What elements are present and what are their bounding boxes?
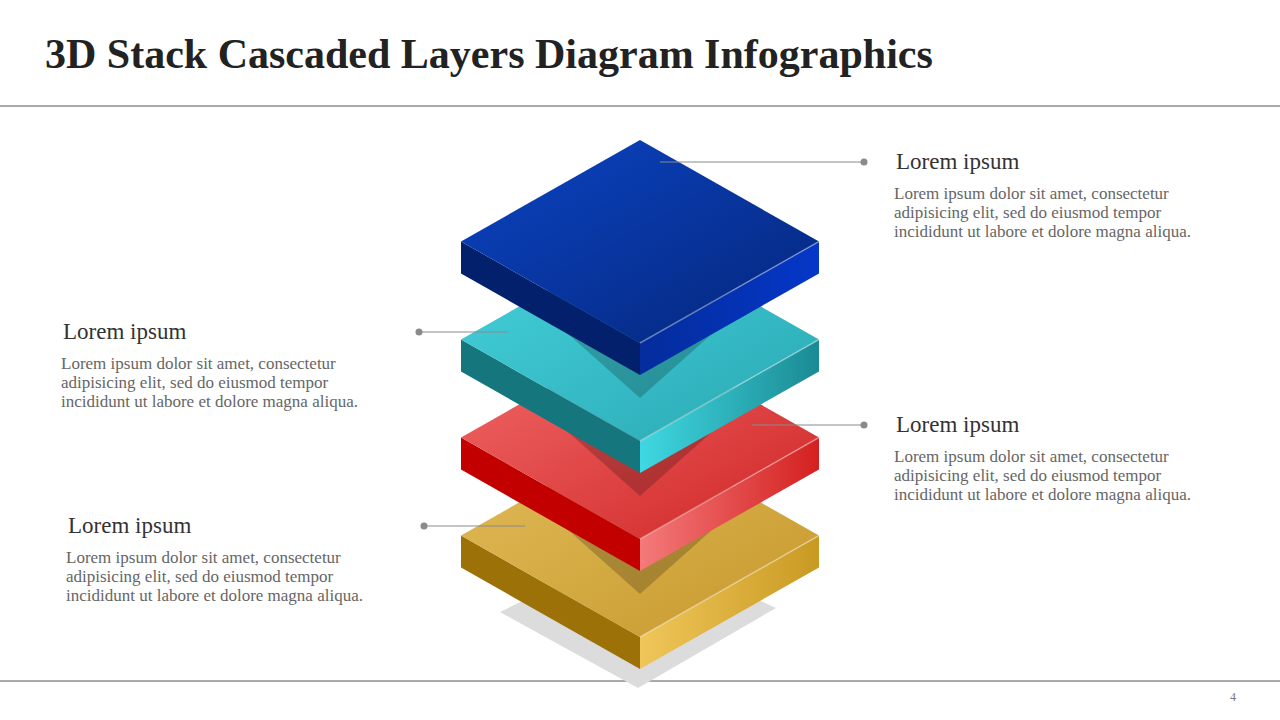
callout-body: Lorem ipsum dolor sit amet, consectetur … <box>66 548 401 605</box>
layer-top <box>461 434 819 637</box>
leader-dot <box>861 422 868 429</box>
layer-highlight <box>640 536 819 638</box>
callout-heading: Lorem ipsum <box>896 413 1019 437</box>
leader-dot <box>421 523 428 530</box>
leader-line <box>660 162 864 163</box>
leader-line <box>424 526 525 527</box>
leader-dot <box>416 329 423 336</box>
callout-heading: Lorem ipsum <box>63 320 186 344</box>
callout-body: Lorem ipsum dolor sit amet, consectetur … <box>894 447 1229 504</box>
layer-shape <box>461 140 819 375</box>
header-rule <box>0 106 1280 107</box>
leader-line <box>419 332 508 333</box>
stack-layer: Lorem ipsumLorem ipsum dolor sit amet, c… <box>461 140 819 375</box>
layer-shadow <box>485 266 795 496</box>
callout-body: Lorem ipsum dolor sit amet, consectetur … <box>894 184 1229 241</box>
layer-shadow <box>485 364 795 594</box>
leader-dot <box>861 159 868 166</box>
page-number: 4 <box>1230 690 1236 705</box>
layer-shadow <box>485 168 795 398</box>
callout-heading: Lorem ipsum <box>896 150 1019 174</box>
callout-heading: Lorem ipsum <box>68 514 191 538</box>
leader-line <box>752 425 864 426</box>
slide-title: 3D Stack Cascaded Layers Diagram Infogra… <box>45 30 933 78</box>
callout-body: Lorem ipsum dolor sit amet, consectetur … <box>61 354 396 411</box>
